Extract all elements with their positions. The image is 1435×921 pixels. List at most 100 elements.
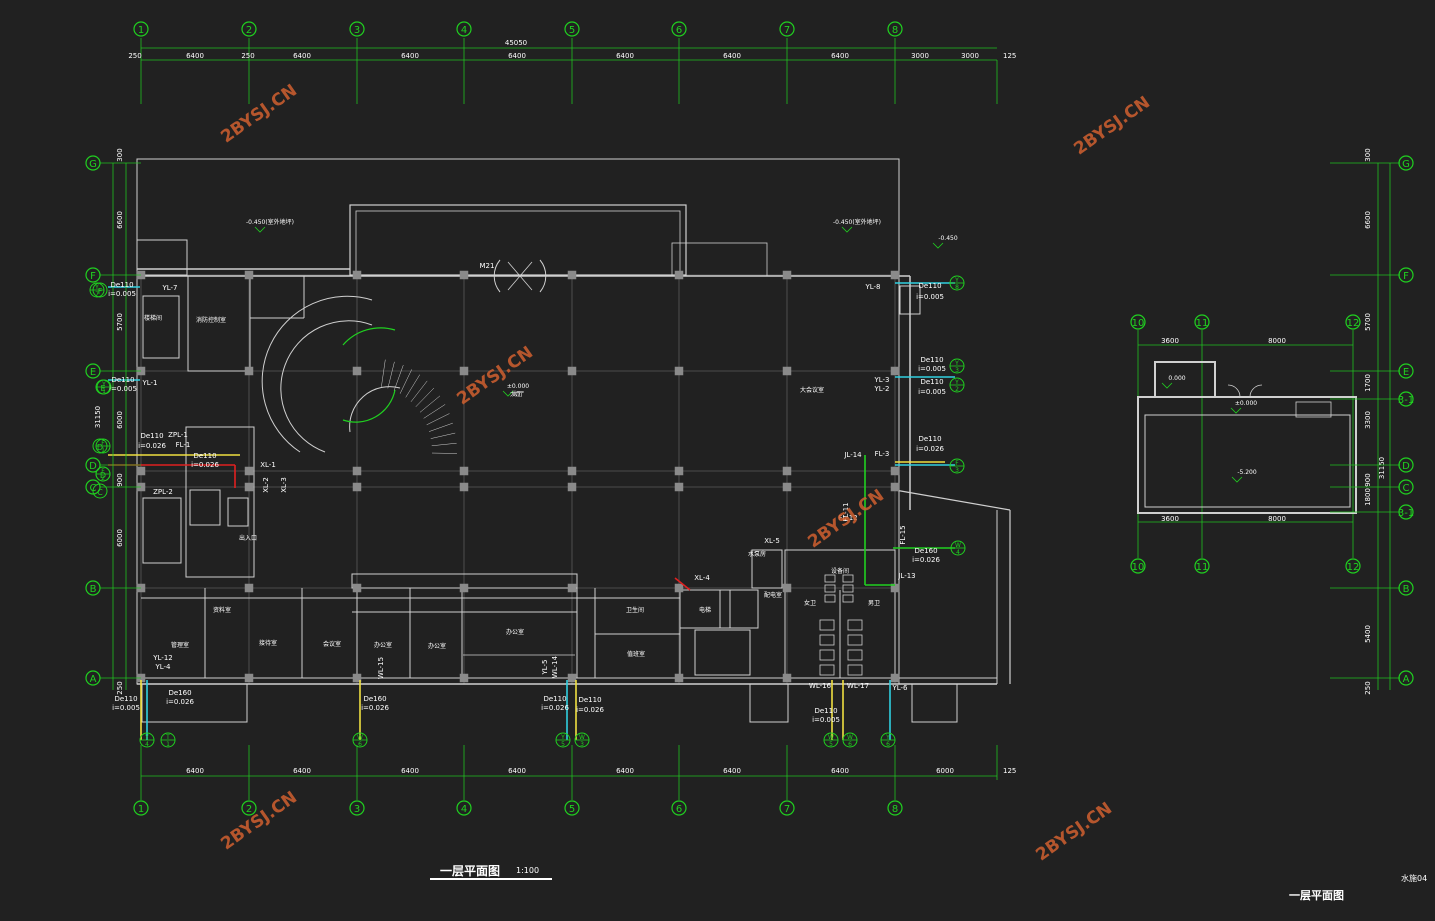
axis-bubble-bottom-label: 6 (676, 804, 682, 815)
dimension-left: 250 (116, 681, 124, 694)
level-text: -5.200 (1237, 469, 1257, 476)
structural-column (244, 583, 254, 593)
right-axis-bubble (1398, 363, 1414, 379)
outlet-tag-type: Y (954, 360, 959, 367)
outlet-tag-number: 5 (561, 741, 565, 748)
structural-column (352, 673, 362, 683)
stair-tread (430, 432, 456, 439)
level-marker (1161, 382, 1173, 389)
right-plan-bubble-bottom (1130, 558, 1146, 574)
outlet-tag-number: 3 (955, 367, 959, 374)
structural-column (890, 583, 900, 593)
dimension-top: 250 (128, 52, 141, 60)
pipe-spec: i=0.005 (109, 385, 137, 393)
outlet-tag-type: Y (954, 379, 959, 386)
dimension-bottom: 6400 (831, 767, 849, 775)
dimension-right: 5400 (1364, 625, 1372, 643)
dimension-top: 6400 (186, 52, 204, 60)
pipe-spec: i=0.026 (541, 704, 569, 712)
right-axis-bubble (1398, 267, 1414, 283)
dimension-right: 300 (1364, 148, 1372, 161)
pipe-spec: De110 (140, 432, 163, 440)
room-label: 接待室 (259, 639, 277, 647)
service-core (185, 426, 255, 578)
watermark: 2BYSJ.CN (217, 81, 300, 148)
pipe-label: XL-4 (694, 574, 710, 582)
exit-steps (749, 683, 789, 723)
urinal (842, 574, 854, 583)
outlet-tag-number: 4 (145, 741, 149, 748)
pipe-spec: i=0.026 (576, 706, 604, 714)
entrance-portal (349, 204, 687, 276)
dimension-bottom: 6400 (186, 767, 204, 775)
spiral-stair-inner2 (349, 386, 401, 433)
pipe-label: XL-5 (764, 537, 780, 545)
revolving-door (539, 259, 547, 293)
outlet-tag-number: 1 (102, 388, 106, 395)
structural-column (459, 466, 469, 476)
room-label: 出入口 (239, 534, 257, 542)
dimension-bottom: 125 (1003, 767, 1016, 775)
pipe-label: JL-13 (897, 572, 915, 580)
structural-column (352, 270, 362, 280)
watermark: 2BYSJ.CN (804, 486, 887, 553)
dimension-right: 6600 (1364, 211, 1372, 229)
right-plan-bubble-bottom-label: 10 (1132, 562, 1145, 573)
axis-bubble-bottom-label: 8 (892, 804, 898, 815)
main-title-underline (430, 878, 552, 880)
axis-bubble-bottom-label: 2 (246, 804, 252, 815)
axis-bubble-top (456, 21, 472, 37)
axis-bubble-left (85, 457, 101, 473)
structural-column (674, 583, 684, 593)
structural-column (890, 270, 900, 280)
pipe-label: YL-4 (154, 663, 171, 671)
room-label: 办公室 (374, 641, 392, 649)
dimension-right: 250 (1364, 681, 1372, 694)
structural-column (567, 673, 577, 683)
structural-column (674, 270, 684, 280)
outlet-tag-type: Y (94, 284, 99, 291)
structural-column (244, 366, 254, 376)
right-plan-bubble-top-label: 10 (1132, 318, 1145, 329)
axis-bubble-bottom (133, 800, 149, 816)
level-marker (502, 390, 514, 397)
exit-steps-west (141, 683, 248, 723)
stair-tread (431, 442, 457, 447)
outlet-tag-number: 3 (580, 741, 584, 748)
dimension-right: 1700 (1364, 374, 1372, 392)
structural-column (244, 270, 254, 280)
structural-column (136, 466, 146, 476)
axis-bubble-left (85, 670, 101, 686)
pipe-label: FL-12 (838, 514, 857, 522)
axis-bubble-sub-label: D (100, 471, 106, 480)
dimension-top: 6400 (723, 52, 741, 60)
pipe-label: WL-17 (847, 682, 869, 690)
structural-column (674, 466, 684, 476)
dimension-right: 31150 (1378, 457, 1386, 479)
axis-bubble-top-label: 5 (569, 25, 575, 36)
axis-bubble-top-label: 8 (892, 25, 898, 36)
axis-bubble-sub-label: E (100, 384, 105, 393)
toilet-fixture (819, 619, 835, 631)
right-axis-bubble (1398, 580, 1414, 596)
dimension-bottom: 6400 (616, 767, 634, 775)
right-plan-basement-inner (1144, 414, 1351, 508)
level-marker (1231, 476, 1243, 483)
axis-bubble-bottom (564, 800, 580, 816)
right-plan-bubble-top (1130, 314, 1146, 330)
outlet-tag-type: W (847, 734, 853, 741)
right-axis-bubble-label: G (1402, 159, 1410, 170)
exit-steps (911, 683, 958, 723)
dimension-top: 6400 (831, 52, 849, 60)
structural-column (244, 673, 254, 683)
room-label: 值班室 (627, 650, 645, 658)
room-label: 楼梯间 (144, 314, 162, 322)
axis-bubble-sub (92, 483, 108, 499)
axis-bubble-sub-label: C (97, 488, 103, 497)
level-text: -0.450 (938, 235, 958, 242)
axis-bubble-top (349, 21, 365, 37)
axis-bubble-sub-label: D (97, 443, 103, 452)
room-label: 大会议室 (800, 386, 824, 394)
door-label: M21 (480, 262, 495, 270)
